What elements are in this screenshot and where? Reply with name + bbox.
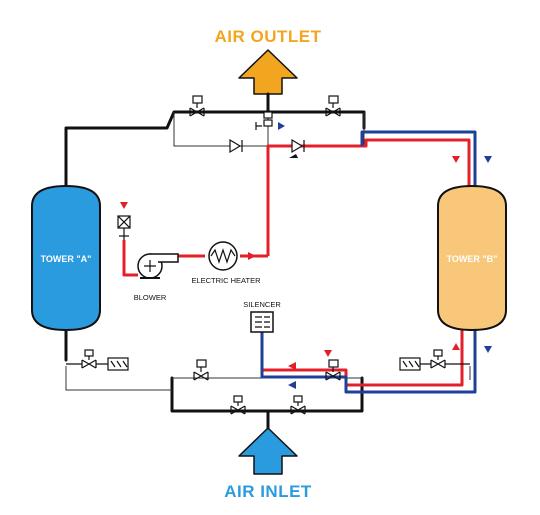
air-inlet-label: AIR INLET [224, 482, 312, 501]
air-inlet-arrow [238, 427, 298, 475]
valve-icon [290, 395, 306, 415]
flow-arrow-icon [289, 154, 298, 158]
silencer-label: SILENCER [243, 300, 281, 309]
flow-arrow-icon [288, 362, 296, 370]
valve-icon [325, 359, 341, 381]
air-outlet-arrow [238, 49, 298, 95]
heater-icon [208, 241, 238, 271]
valve-icon [230, 395, 246, 415]
flow-arrow-icon [248, 252, 256, 260]
check-valve-icon [255, 111, 273, 130]
tower-a-label: TOWER "A" [41, 254, 92, 264]
flow-arrow-icon [288, 381, 296, 389]
blower-icon [137, 253, 179, 279]
tower-b-label: TOWER "B" [447, 254, 498, 264]
valves [66, 95, 470, 415]
check-valve-icon [229, 138, 243, 154]
flow-arrow-icon [452, 343, 460, 350]
flow-arrow-icon [484, 156, 492, 163]
electric-heater-label: ELECTRIC HEATER [191, 276, 261, 285]
valve-icon [399, 349, 470, 371]
flow-arrow-icon [484, 346, 492, 353]
valve-icon [193, 359, 209, 381]
silencer-icon [250, 311, 274, 333]
intake-filter-icon [117, 215, 131, 240]
blower-label: BLOWER [134, 293, 167, 302]
check-valve-icon [291, 138, 305, 154]
flow-arrow-icon [120, 202, 128, 209]
valve-icon [189, 95, 205, 117]
flow-arrow-icon [452, 156, 460, 163]
flow-arrows [120, 122, 492, 389]
tower-b: TOWER "B" [437, 184, 507, 332]
tower-a: TOWER "A" [31, 184, 101, 332]
flow-arrow-icon [278, 122, 285, 130]
cold-dry-flow [260, 130, 477, 394]
air-outlet-label: AIR OUTLET [215, 27, 322, 46]
valve-icon [66, 349, 129, 371]
flow-arrow-icon [324, 350, 332, 357]
valve-icon [325, 95, 341, 117]
